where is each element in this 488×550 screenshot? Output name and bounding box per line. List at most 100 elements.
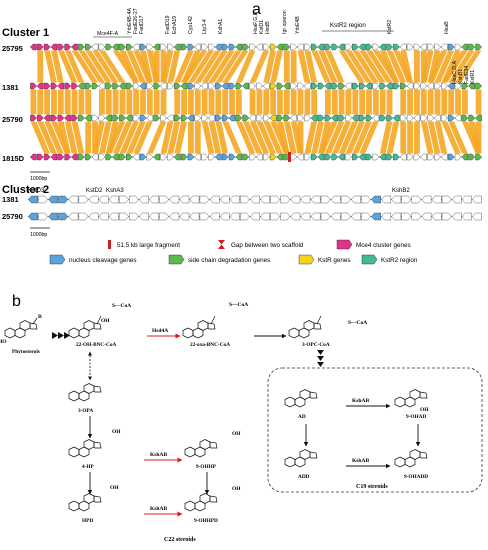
gene-arrow bbox=[180, 153, 188, 161]
compound-label: 9-OHHPD bbox=[194, 518, 218, 524]
homology-link bbox=[297, 121, 304, 154]
homology-link bbox=[194, 89, 201, 115]
gene-arrow bbox=[229, 212, 240, 221]
gene-arrow bbox=[119, 212, 129, 221]
legend-label: KstR2 region bbox=[381, 257, 418, 264]
gene-arrow bbox=[160, 114, 167, 122]
gene-arrow bbox=[365, 153, 373, 161]
homology-link bbox=[37, 50, 44, 83]
gene-arrow bbox=[330, 212, 341, 221]
atom-ho: HO bbox=[0, 339, 7, 345]
gene-arrow bbox=[269, 43, 277, 51]
gene-arrow bbox=[64, 153, 71, 161]
structure-3-opa bbox=[68, 383, 102, 402]
gene-arrow bbox=[235, 82, 243, 90]
gene-arrow bbox=[330, 195, 341, 204]
gene-label: KstR2 region bbox=[330, 22, 366, 29]
homology-link bbox=[379, 89, 386, 115]
fragment-marker bbox=[288, 152, 291, 162]
gene-arrow bbox=[153, 43, 160, 51]
gene-label: KshB2 bbox=[392, 188, 410, 194]
gene-arrow bbox=[28, 195, 38, 204]
compound-label: 22-oxo-BNC-CoA bbox=[190, 342, 230, 348]
gene-arrow bbox=[215, 43, 222, 51]
homology-link bbox=[345, 89, 352, 115]
gene-arrow bbox=[304, 153, 311, 161]
gene-arrow bbox=[393, 43, 400, 51]
gene-arrow bbox=[468, 153, 475, 161]
gene-arrow bbox=[235, 153, 243, 161]
gene-label: KshA1 bbox=[218, 19, 224, 34]
gene-arrow bbox=[379, 82, 386, 90]
homology-link bbox=[160, 89, 167, 115]
atom-scoa-3: S—CoA bbox=[348, 320, 367, 326]
gene-arrow bbox=[399, 43, 407, 51]
enzyme-label: KshAB bbox=[352, 458, 369, 464]
gene-arrow bbox=[420, 153, 427, 161]
homology-link bbox=[215, 89, 222, 115]
atom-oh-1: OH bbox=[101, 318, 110, 324]
homology-link bbox=[441, 89, 448, 115]
gene-arrow bbox=[351, 212, 361, 221]
scale-label: 1000bp bbox=[30, 176, 47, 182]
homology-link bbox=[44, 89, 51, 115]
structure-ad bbox=[284, 389, 318, 408]
homology-link bbox=[30, 89, 37, 115]
gene-arrow bbox=[468, 114, 475, 122]
gene-arrow bbox=[371, 212, 381, 221]
gene-arrow bbox=[173, 153, 181, 161]
homology-link bbox=[119, 89, 126, 115]
legend-swatch-fragment bbox=[108, 240, 111, 249]
homology-link bbox=[140, 50, 153, 83]
gene-arrow bbox=[242, 153, 249, 161]
homology-link bbox=[420, 50, 434, 83]
cluster2-gene-tracks bbox=[28, 195, 482, 221]
gene-arrow bbox=[43, 82, 51, 90]
homology-link bbox=[283, 121, 297, 154]
compound-label: HPD bbox=[82, 518, 93, 524]
homology-link bbox=[324, 89, 331, 115]
gene-arrow bbox=[447, 153, 455, 161]
legend-label: side chain degradation genes bbox=[188, 257, 270, 264]
gene-arrow bbox=[38, 212, 49, 221]
gene-label: HsdB bbox=[265, 21, 271, 34]
compound-label: 3-OPC-CoA bbox=[302, 342, 330, 348]
gene-label: KstD1 bbox=[259, 20, 265, 34]
gene-arrow bbox=[411, 212, 422, 221]
enzyme-label: KshAB bbox=[150, 452, 167, 458]
gene-arrow bbox=[68, 212, 79, 221]
gene-arrow bbox=[361, 212, 371, 221]
homology-link bbox=[229, 89, 235, 115]
gene-arrow bbox=[461, 114, 469, 122]
cluster2-strain-labels: 1381 25790 bbox=[2, 195, 23, 221]
gene-arrow bbox=[160, 153, 167, 161]
gene-arrow bbox=[180, 43, 188, 51]
structure-3-opc bbox=[288, 315, 322, 339]
gene-arrow bbox=[105, 43, 113, 51]
gene-label: Mce4F-A bbox=[97, 31, 119, 37]
homology-link bbox=[215, 50, 242, 83]
homology-link bbox=[379, 50, 400, 83]
homology-link bbox=[181, 50, 208, 83]
gene-arrow bbox=[372, 43, 380, 51]
homology-link bbox=[345, 121, 366, 154]
homology-link bbox=[475, 89, 482, 115]
gene-arrow bbox=[263, 114, 270, 122]
homology-link bbox=[153, 89, 160, 115]
gene-arrow bbox=[256, 43, 263, 51]
atom-oh-4: OH bbox=[110, 485, 119, 491]
gene-arrow bbox=[126, 82, 133, 90]
homology-link bbox=[194, 50, 222, 83]
homology-link bbox=[331, 89, 338, 115]
homology-link bbox=[249, 89, 256, 115]
gene-arrow bbox=[361, 195, 371, 204]
gene-arrow bbox=[119, 43, 126, 51]
gene-arrow bbox=[91, 153, 99, 161]
gene-arrow bbox=[146, 114, 154, 122]
gene-arrow bbox=[358, 153, 366, 161]
homology-link bbox=[160, 121, 174, 154]
homology-link bbox=[270, 89, 277, 115]
homology-link bbox=[407, 121, 414, 154]
gene-arrow bbox=[290, 195, 301, 204]
